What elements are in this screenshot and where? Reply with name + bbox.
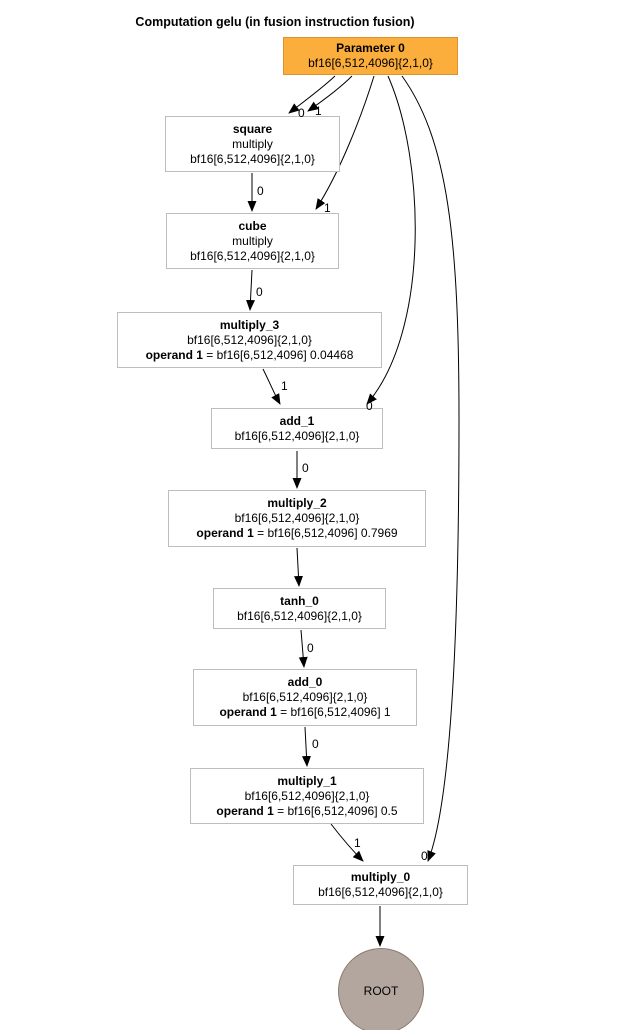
node-shape: bf16[6,512,4096]{2,1,0} bbox=[190, 151, 315, 166]
edge-param-to-square-0 bbox=[288, 75, 336, 114]
node-operand: operand 1 = bf16[6,512,4096] 0.04468 bbox=[118, 348, 381, 363]
node-name: multiply_1 bbox=[277, 773, 337, 788]
edge-cube-to-multiply3 bbox=[246, 269, 255, 311]
edge-label-param-square-0: 0 bbox=[298, 106, 305, 120]
node-name: multiply_2 bbox=[267, 496, 327, 510]
operand-label: operand 1 bbox=[145, 347, 203, 362]
node-name: tanh_0 bbox=[280, 593, 319, 608]
edge-label-tanh0-add0: 0 bbox=[307, 641, 314, 655]
edge-label-multiply3-add1: 1 bbox=[281, 379, 288, 393]
node-cube: cube multiply bf16[6,512,4096]{2,1,0} bbox=[166, 213, 339, 269]
node-shape: bf16[6,512,4096]{2,1,0} bbox=[234, 511, 360, 525]
operand-label: operand 1 bbox=[196, 526, 254, 540]
node-shape: bf16[6,512,4096]{2,1,0} bbox=[237, 608, 362, 623]
node-multiply-0: multiply_0 bf16[6,512,4096]{2,1,0} bbox=[293, 865, 468, 905]
operand-label: operand 1 bbox=[219, 705, 277, 719]
edge-tanh0-to-add0 bbox=[298, 629, 308, 668]
node-op: multiply bbox=[232, 233, 273, 248]
node-multiply-3: multiply_3 bf16[6,512,4096]{2,1,0} opera… bbox=[117, 312, 382, 368]
node-shape: bf16[6,512,4096]{2,1,0} bbox=[318, 885, 443, 899]
node-add-1: add_1 bf16[6,512,4096]{2,1,0} bbox=[211, 408, 383, 449]
node-shape: bf16[6,512,4096]{2,1,0} bbox=[308, 56, 433, 70]
node-add-0: add_0 bf16[6,512,4096]{2,1,0} operand 1 … bbox=[193, 669, 417, 726]
node-square: square multiply bf16[6,512,4096]{2,1,0} bbox=[165, 116, 340, 172]
node-shape: bf16[6,512,4096]{2,1,0} bbox=[244, 788, 370, 803]
edge-label-cube-multiply3: 0 bbox=[256, 285, 263, 299]
operand-label: operand 1 bbox=[216, 803, 274, 818]
node-name: multiply_3 bbox=[219, 317, 280, 332]
node-multiply-2: multiply_2 bf16[6,512,4096]{2,1,0} opera… bbox=[168, 490, 426, 547]
graph-title: Computation gelu (in fusion instruction … bbox=[135, 15, 415, 29]
edge-add0-to-multiply1 bbox=[301, 726, 311, 767]
node-operand: operand 1 = bf16[6,512,4096] 0.5 bbox=[191, 804, 423, 819]
edge-multiply3-to-add1 bbox=[262, 368, 281, 405]
node-multiply-1: multiply_1 bf16[6,512,4096]{2,1,0} opera… bbox=[190, 768, 424, 824]
edge-label-multiply1-multiply0: 1 bbox=[354, 836, 361, 850]
node-shape: bf16[6,512,4096]{2,1,0} bbox=[190, 248, 315, 263]
node-shape: bf16[6,512,4096]{2,1,0} bbox=[242, 690, 368, 704]
node-operand: operand 1 = bf16[6,512,4096] 1 bbox=[194, 705, 416, 720]
node-op: multiply bbox=[232, 136, 273, 151]
edge-label-param-square-1: 1 bbox=[315, 104, 322, 118]
edge-multiply2-to-tanh0 bbox=[293, 547, 303, 587]
edge-label-param-add1: 0 bbox=[366, 399, 373, 413]
node-name: multiply_0 bbox=[350, 870, 411, 884]
operand-value: = bf16[6,512,4096] 0.7969 bbox=[253, 526, 398, 540]
operand-value: = bf16[6,512,4096] 0.5 bbox=[273, 803, 398, 818]
node-name: add_0 bbox=[287, 675, 323, 689]
node-name: add_1 bbox=[279, 413, 315, 428]
node-name: square bbox=[232, 121, 273, 136]
edge-label-add0-multiply1: 0 bbox=[312, 737, 319, 751]
node-parameter-0: Parameter 0 bf16[6,512,4096]{2,1,0} bbox=[283, 37, 458, 75]
operand-value: = bf16[6,512,4096] 1 bbox=[276, 705, 391, 719]
node-shape: bf16[6,512,4096]{2,1,0} bbox=[234, 428, 360, 443]
edge-param-to-multiply0 bbox=[401, 75, 460, 862]
node-operand: operand 1 = bf16[6,512,4096] 0.7969 bbox=[169, 526, 425, 541]
operand-value: = bf16[6,512,4096] 0.04468 bbox=[202, 347, 354, 362]
node-shape: bf16[6,512,4096]{2,1,0} bbox=[187, 332, 312, 347]
node-name: cube bbox=[238, 218, 267, 233]
edge-label-square-cube: 0 bbox=[257, 184, 264, 198]
edge-label-add1-multiply2: 0 bbox=[302, 461, 309, 475]
edge-label-param-multiply0: 0 bbox=[421, 849, 428, 863]
node-tanh-0: tanh_0 bf16[6,512,4096]{2,1,0} bbox=[213, 588, 386, 629]
edge-label-param-cube: 1 bbox=[324, 201, 331, 215]
root-label: ROOT bbox=[363, 984, 399, 998]
node-root: ROOT bbox=[338, 948, 424, 1030]
node-name: Parameter 0 bbox=[336, 41, 405, 55]
